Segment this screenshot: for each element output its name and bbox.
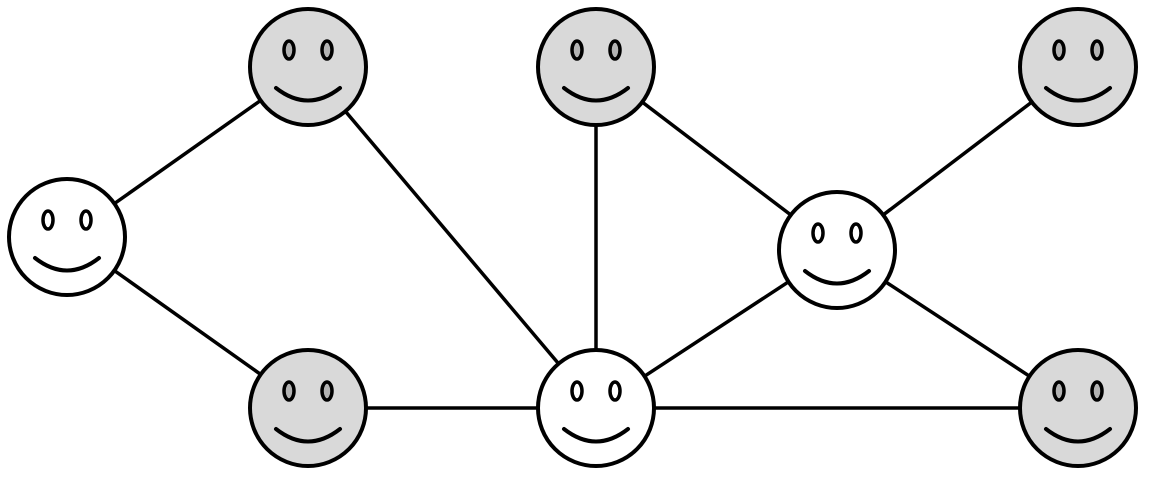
right-eye xyxy=(79,209,93,231)
smile xyxy=(33,256,101,273)
smile xyxy=(274,427,342,444)
smile xyxy=(803,269,871,286)
node-E xyxy=(777,190,897,310)
left-eye xyxy=(570,39,584,61)
smiley-face-icon xyxy=(536,7,656,127)
right-eye xyxy=(1090,380,1104,402)
left-eye xyxy=(811,222,825,244)
face-circle xyxy=(248,7,368,127)
smile xyxy=(562,86,630,103)
left-eye xyxy=(1052,380,1066,402)
face-circle xyxy=(777,190,897,310)
smile xyxy=(274,86,342,103)
smiley-face-icon xyxy=(7,177,127,297)
smiley-face-icon xyxy=(777,190,897,310)
face-circle xyxy=(7,177,127,297)
face-circle xyxy=(248,348,368,468)
node-C xyxy=(536,7,656,127)
nodes xyxy=(7,7,1138,468)
smiley-face-icon xyxy=(248,348,368,468)
face-circle xyxy=(1018,7,1138,127)
face-circle xyxy=(536,7,656,127)
smiley-face-icon xyxy=(536,348,656,468)
smiley-face-icon xyxy=(1018,348,1138,468)
smile xyxy=(1044,427,1112,444)
node-D xyxy=(1018,7,1138,127)
smiley-face-icon xyxy=(248,7,368,127)
left-eye xyxy=(570,380,584,402)
right-eye xyxy=(320,380,334,402)
node-B xyxy=(248,7,368,127)
node-G xyxy=(536,348,656,468)
right-eye xyxy=(849,222,863,244)
smile xyxy=(1044,86,1112,103)
node-A xyxy=(7,177,127,297)
edge-B-G xyxy=(306,65,598,410)
smile xyxy=(562,427,630,444)
face-circle xyxy=(1018,348,1138,468)
right-eye xyxy=(608,380,622,402)
left-eye xyxy=(282,39,296,61)
right-eye xyxy=(1090,39,1104,61)
left-eye xyxy=(282,380,296,402)
node-H xyxy=(1018,348,1138,468)
left-eye xyxy=(1052,39,1066,61)
face-circle xyxy=(536,348,656,468)
right-eye xyxy=(320,39,334,61)
node-F xyxy=(248,348,368,468)
smiley-face-icon xyxy=(1018,7,1138,127)
left-eye xyxy=(41,209,55,231)
right-eye xyxy=(608,39,622,61)
